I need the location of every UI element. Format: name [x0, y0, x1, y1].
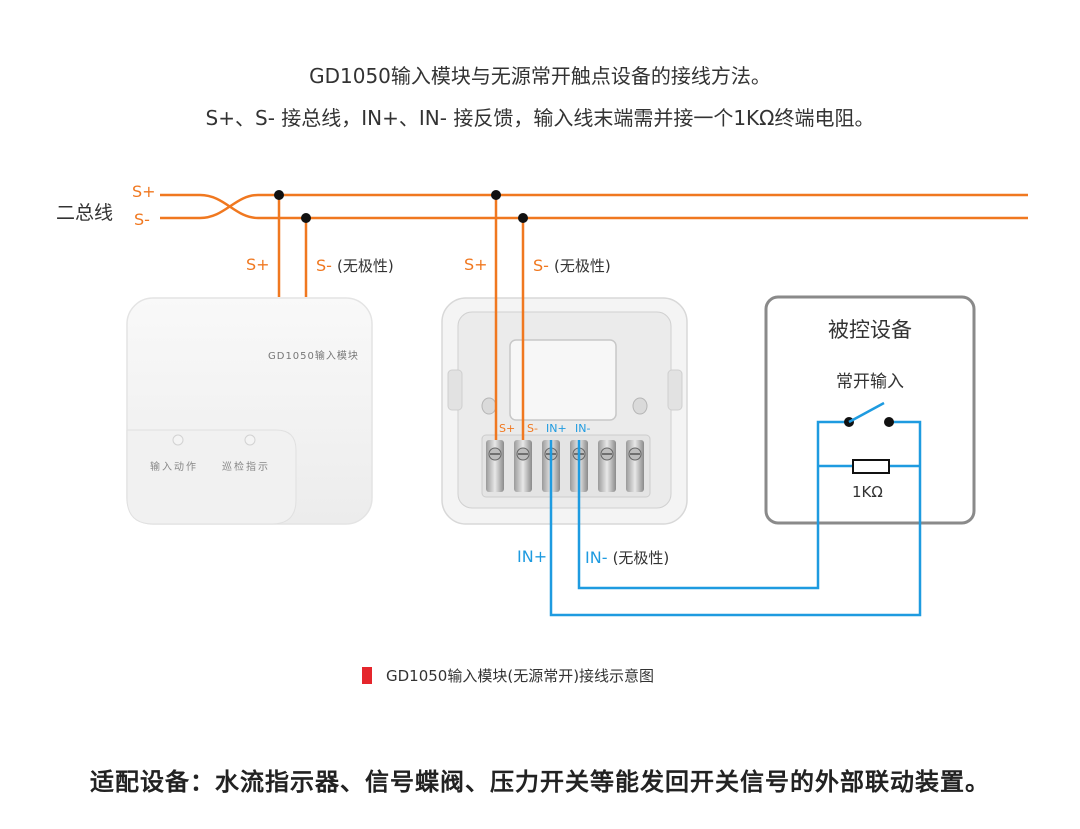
junction-dots [274, 190, 528, 223]
right-s-minus-label: S- (无极性) [533, 256, 611, 275]
terminal-in-minus: IN- [575, 422, 591, 435]
right-s-plus-label: S+ [464, 255, 488, 274]
in-plus-label: IN+ [517, 547, 548, 566]
module-base [441, 297, 688, 525]
end-resistor [852, 459, 890, 474]
controlled-device-title: 被控设备 [828, 318, 912, 342]
feedback-wires [549, 420, 922, 617]
module-name-label: GD1050输入模块 [268, 351, 359, 362]
terminal-s-plus: S+ [499, 422, 516, 435]
led-patrol-label: 巡检指示 [222, 462, 270, 473]
in-minus-label: IN- (无极性) [585, 548, 670, 567]
terminal-s-minus: S- [527, 422, 538, 435]
normally-open-input-label: 常开输入 [836, 372, 904, 392]
applicable-devices: 适配设备：水流指示器、信号蝶阀、压力开关等能发回开关信号的外部联动装置。 [90, 768, 990, 796]
caption-marker [362, 667, 372, 684]
bus-label: 二总线 [56, 202, 114, 224]
terminal-in-plus: IN+ [546, 422, 567, 435]
bus-s-plus-label: S+ [132, 182, 156, 201]
resistor-label: 1KΩ [852, 483, 883, 501]
left-s-minus-label: S- (无极性) [316, 256, 394, 275]
diagram-caption: GD1050输入模块(无源常开)接线示意图 [362, 665, 654, 686]
caption-text: GD1050输入模块(无源常开)接线示意图 [386, 667, 655, 685]
bus-s-minus-label: S- [134, 210, 150, 229]
heading-line-1: GD1050输入模块与无源常开触点设备的接线方法。 [309, 64, 771, 88]
heading-line-2: S+、S- 接总线，IN+、IN- 接反馈，输入线末端需并接一个1KΩ终端电阻。 [205, 106, 875, 130]
bus-wires [160, 193, 1028, 440]
left-s-plus-label: S+ [246, 255, 270, 274]
module-front [126, 297, 373, 525]
led-action-label: 输入动作 [150, 462, 198, 473]
normally-open-contact [844, 401, 894, 427]
